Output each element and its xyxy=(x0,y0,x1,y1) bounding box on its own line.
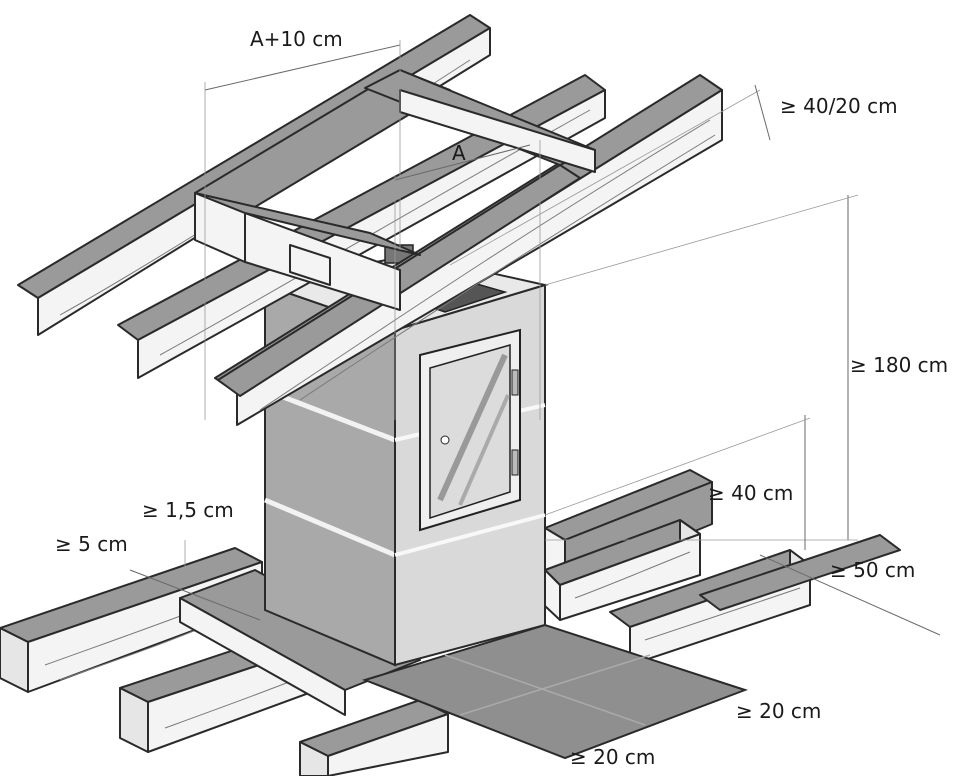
label-height-180: ≥ 180 cm xyxy=(850,353,948,377)
ceiling-frame xyxy=(17,14,723,426)
label-wall-5: ≥ 5 cm xyxy=(55,532,128,556)
dimension-lines xyxy=(129,40,941,636)
label-gap-1-5: ≥ 1,5 cm xyxy=(142,498,234,522)
label-side-40: ≥ 40 cm xyxy=(708,481,793,505)
floor-joist-left-3 xyxy=(299,699,449,776)
label-plate-20-front: ≥ 20 cm xyxy=(570,745,655,769)
door-handle-icon xyxy=(440,435,450,445)
stove-door xyxy=(419,328,521,532)
label-a-plus-10: A+10 cm xyxy=(250,27,343,51)
floor-protection-plate xyxy=(361,623,749,760)
label-roof-clearance: ≥ 40/20 cm xyxy=(780,94,898,118)
label-a: A xyxy=(452,141,466,165)
label-plate-20-right: ≥ 20 cm xyxy=(736,699,821,723)
label-side-50: ≥ 50 cm xyxy=(830,558,915,582)
floor-crossbeam xyxy=(179,569,421,716)
